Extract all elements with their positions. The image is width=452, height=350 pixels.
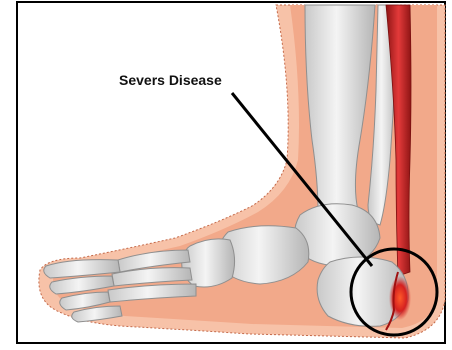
callout-label: Severs Disease [119,72,222,88]
